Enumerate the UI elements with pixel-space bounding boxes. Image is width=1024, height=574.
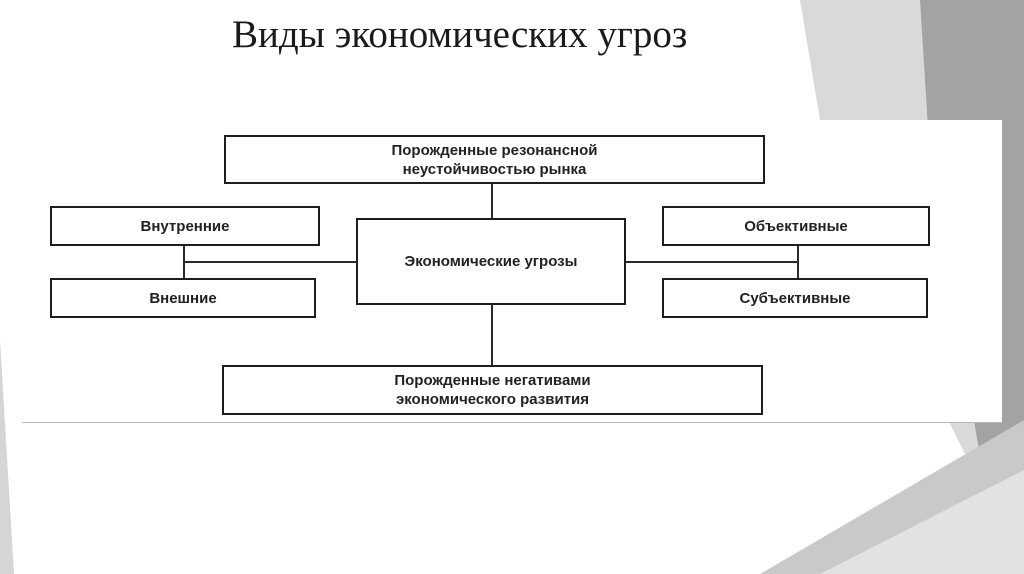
bg-shape-left-strip: [0, 340, 14, 574]
connector-right-horizontal: [626, 261, 798, 263]
box-negative-development-label: Порожденные негативами экономического ра…: [394, 372, 591, 408]
box-external-label: Внешние: [149, 289, 217, 307]
box-subjective: Субъективные: [662, 278, 928, 318]
slide-title: Виды экономических угроз: [232, 13, 688, 56]
diagram-panel: Порожденные резонансной неустойчивостью …: [22, 120, 1002, 423]
connector-center-to-bottom: [491, 304, 493, 366]
box-internal: Внутренние: [50, 206, 320, 246]
box-external: Внешние: [50, 278, 316, 318]
bg-shape-bottom-wedge: [820, 470, 1024, 574]
box-economic-threats-label: Экономические угрозы: [404, 253, 578, 270]
box-market-instability-label: Порожденные резонансной неустойчивостью …: [391, 141, 598, 178]
box-subjective-label: Субъективные: [739, 289, 851, 307]
box-internal-label: Внутренние: [140, 217, 230, 235]
connector-top-to-center: [491, 183, 493, 218]
box-economic-threats: Экономические угрозы: [356, 218, 626, 305]
box-negative-development: Порожденные негативами экономического ра…: [222, 365, 763, 415]
connector-left-vertical: [183, 244, 185, 280]
box-objective-label: Объективные: [744, 217, 848, 235]
box-market-instability: Порожденные резонансной неустойчивостью …: [224, 135, 765, 184]
connector-left-horizontal: [184, 261, 356, 263]
box-objective: Объективные: [662, 206, 930, 246]
connector-right-vertical: [797, 244, 799, 280]
